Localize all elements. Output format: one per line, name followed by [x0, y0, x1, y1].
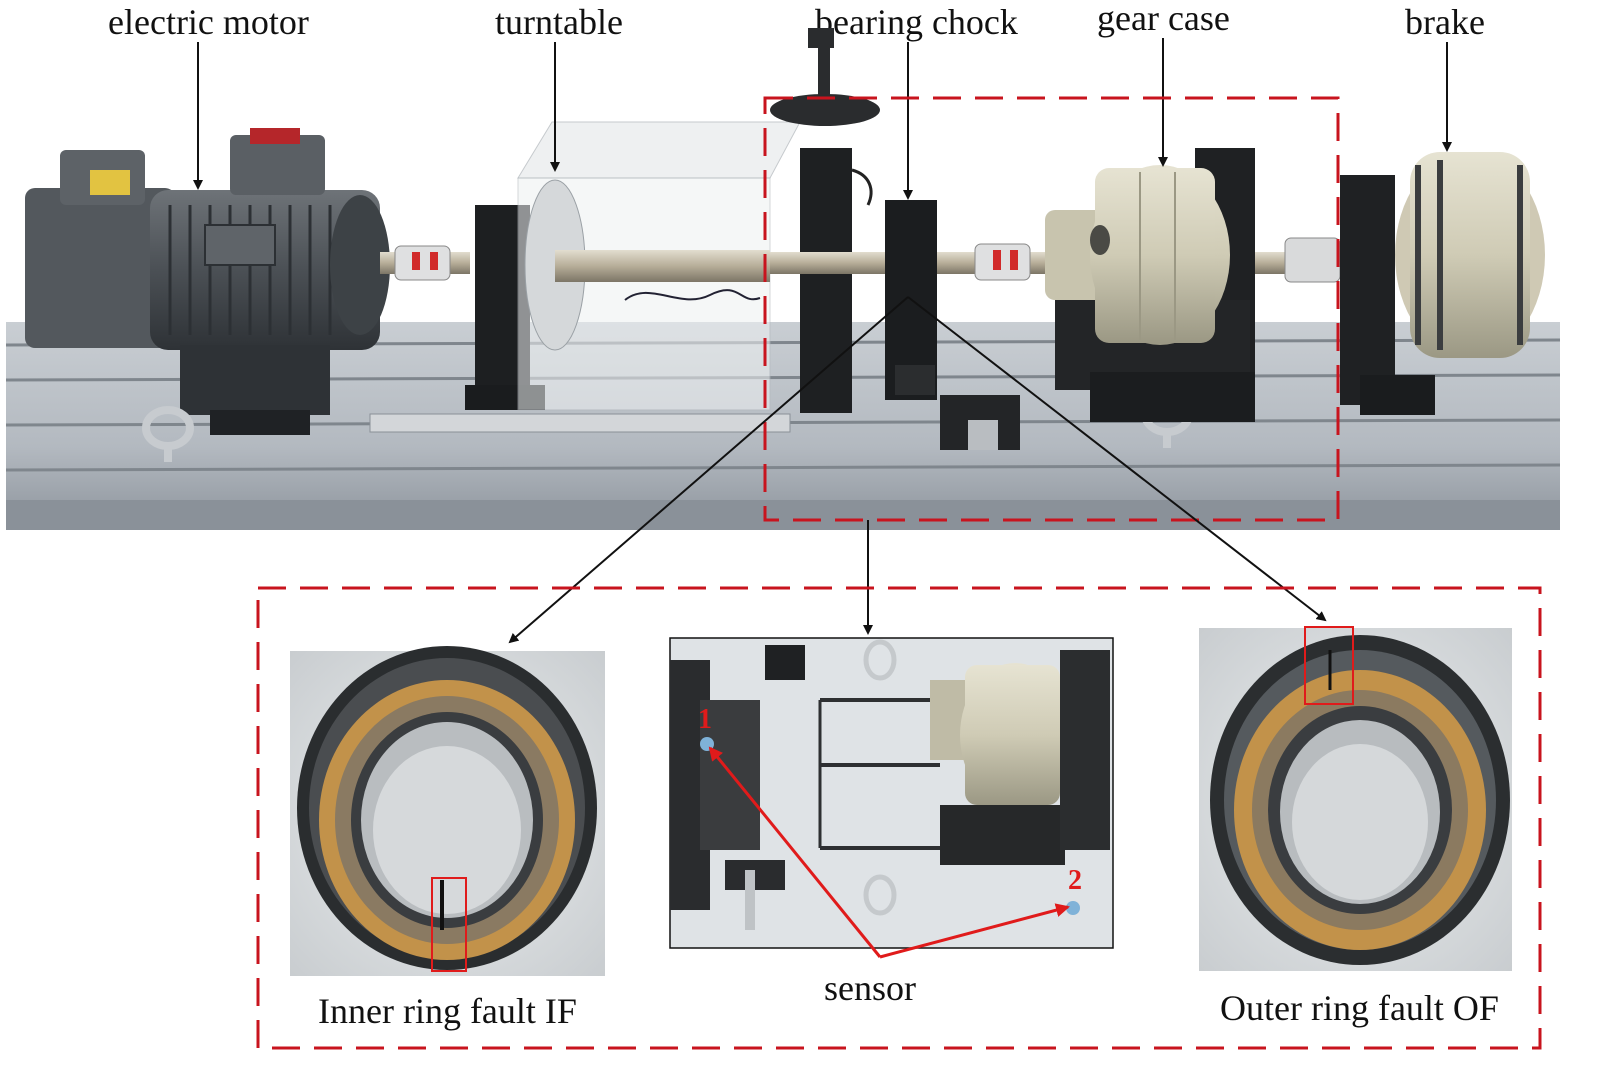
highlight-box-main	[763, 96, 1340, 522]
turntable-cover	[517, 121, 801, 411]
label-turntable: turntable	[495, 2, 623, 42]
gear-case	[1045, 148, 1255, 422]
caption-sensor: sensor	[824, 968, 916, 1008]
label-gear-case: gear case	[1097, 0, 1230, 38]
label-bearing-chock: bearing chock	[815, 2, 1018, 42]
sensor-arrows	[708, 746, 1070, 959]
sensor-placement-photo	[669, 637, 1114, 949]
highlight-box-insets	[256, 586, 1542, 1050]
fault-marker-inner	[431, 877, 467, 972]
eye-bolt-left	[142, 406, 194, 462]
label-arrows	[193, 38, 1452, 200]
brake	[1340, 152, 1545, 415]
electric-motor	[25, 128, 390, 435]
label-brake: brake	[1405, 2, 1485, 42]
inner-ring-fault-photo	[290, 646, 605, 976]
outer-ring-fault-photo	[1199, 628, 1512, 971]
test-rig-photo	[5, 28, 1561, 530]
fault-marker-outer	[1304, 626, 1354, 705]
sensor-marker-2: 2	[1068, 865, 1082, 896]
sensor-marker-1: 1	[698, 704, 712, 735]
caption-outer-ring-fault: Outer ring fault OF	[1220, 988, 1499, 1028]
caption-inner-ring-fault: Inner ring fault IF	[318, 991, 577, 1031]
inset-arrows	[508, 296, 1327, 644]
label-electric-motor: electric motor	[108, 2, 309, 42]
